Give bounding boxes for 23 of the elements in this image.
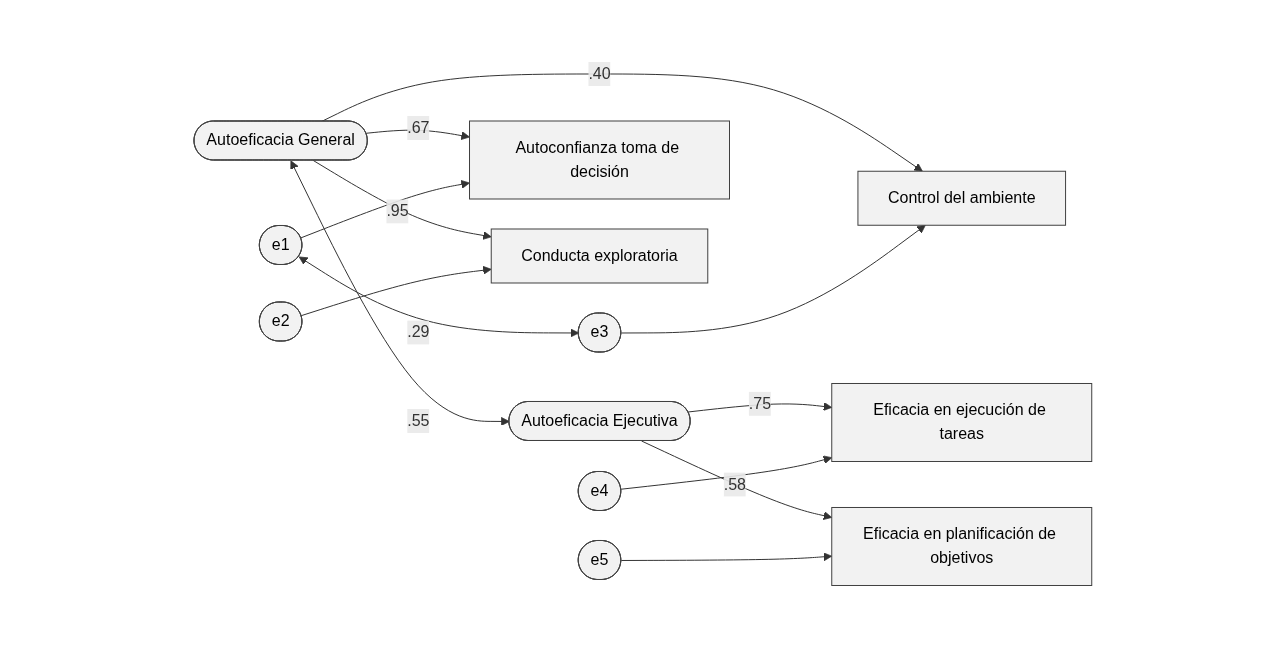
edge-label: .55 — [407, 411, 430, 429]
arrow — [300, 265, 492, 316]
node-box: Eficacia en planificación de objetivos — [831, 506, 1093, 586]
node-box: Control del ambiente — [857, 170, 1067, 226]
edge-label: .75 — [748, 394, 772, 412]
arrow — [300, 179, 471, 239]
arrow — [620, 552, 833, 561]
node-box: Conducta exploratoria — [490, 228, 709, 284]
arrow — [641, 440, 833, 520]
arrow — [290, 160, 510, 426]
node-box: Autoconfianza toma de decisión — [469, 120, 731, 200]
arrow — [365, 129, 471, 140]
edge-label: .67 — [407, 118, 430, 136]
arrow — [298, 256, 580, 338]
arrow — [312, 159, 492, 240]
arrow — [620, 455, 833, 490]
node-box: Eficacia en ejecución de tareas — [831, 382, 1093, 462]
edge-label: .95 — [386, 202, 409, 220]
edge-label: .29 — [407, 323, 430, 341]
arrow — [620, 224, 926, 334]
arrow — [687, 401, 833, 413]
edge-label: .40 — [588, 64, 611, 82]
edge-label: .58 — [723, 475, 747, 493]
